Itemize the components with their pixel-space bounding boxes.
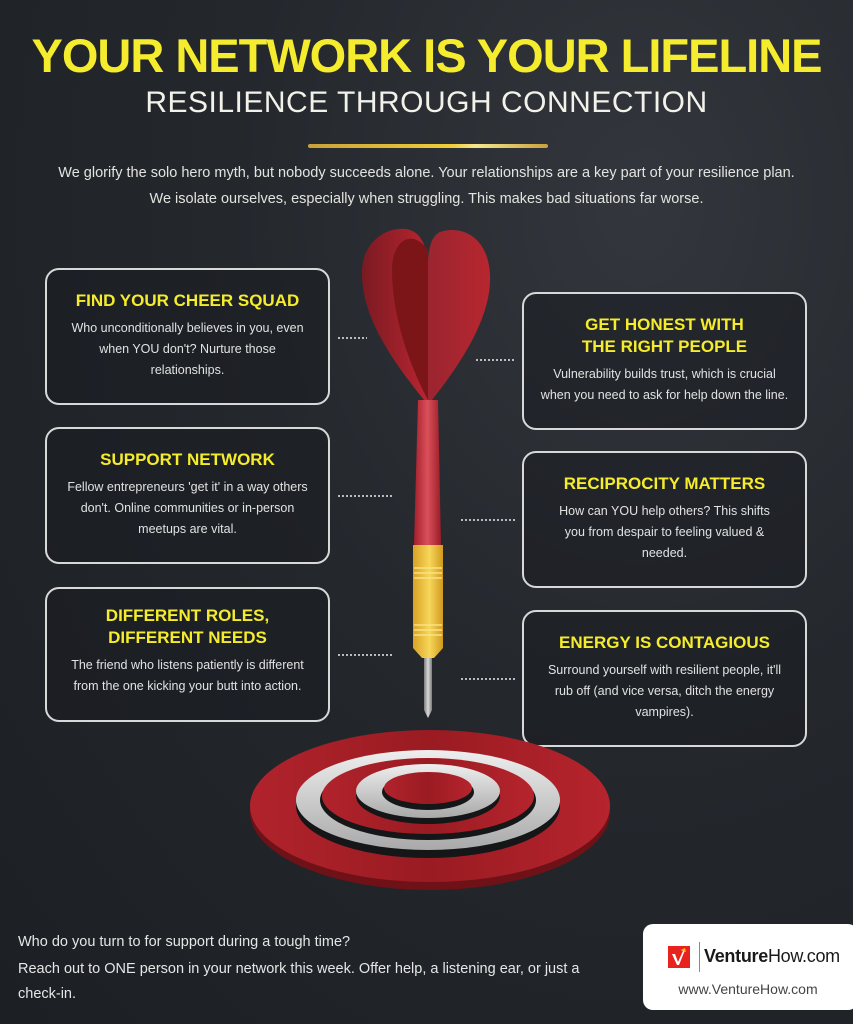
footer-question: Who do you turn to for support during a …: [18, 934, 351, 950]
card-body: Fellow entrepreneurs 'get it' in a way o…: [67, 480, 308, 536]
card-body: Vulnerability builds trust, which is cru…: [540, 367, 789, 402]
brand-name-rest: How.com: [767, 946, 840, 966]
connector-dots: [460, 678, 515, 680]
connector-dots: [460, 519, 515, 521]
connector-dots: [337, 654, 392, 656]
connector-dots: [475, 359, 515, 361]
card-different-roles: DIFFERENT ROLES, DIFFERENT NEEDS The fri…: [45, 587, 330, 722]
dart-icon: [361, 228, 491, 718]
card-body: Who unconditionally believes in you, eve…: [71, 321, 304, 377]
intro-line-1: We glorify the solo hero myth, but nobod…: [58, 165, 795, 181]
card-title: RECIPROCITY MATTERS: [563, 474, 766, 493]
card-title: SUPPORT NETWORK: [100, 450, 275, 469]
logo-separator: [699, 942, 700, 972]
title-divider: [308, 144, 548, 148]
venturehow-logo-icon: [668, 946, 690, 968]
intro-text: We glorify the solo hero myth, but nobod…: [0, 160, 853, 212]
footer-call-to-action: Who do you turn to for support during a …: [18, 930, 618, 1009]
card-body: The friend who listens patiently is diff…: [71, 658, 304, 693]
brand-name-bold: Venture: [704, 946, 768, 966]
intro-line-2: We isolate ourselves, especially when st…: [149, 191, 704, 207]
brand-url-link[interactable]: www.VentureHow.com: [678, 981, 818, 997]
card-title: ENERGY IS CONTAGIOUS: [559, 633, 770, 652]
page-title: YOUR NETWORK IS YOUR LIFELINE: [31, 29, 822, 82]
brand-logo[interactable]: VentureHow.com www.VentureHow.com: [643, 924, 853, 1010]
connector-dots: [337, 495, 392, 497]
target-icon: [250, 730, 610, 890]
card-support-network: SUPPORT NETWORK Fellow entrepreneurs 'ge…: [45, 427, 330, 564]
page-subtitle: RESILIENCE THROUGH CONNECTION: [145, 86, 708, 119]
card-title: GET HONEST WITH THE RIGHT PEOPLE: [581, 315, 748, 356]
card-reciprocity-matters: RECIPROCITY MATTERS How can YOU help oth…: [522, 451, 807, 588]
connector-dots: [337, 337, 367, 339]
card-get-honest: GET HONEST WITH THE RIGHT PEOPLE Vulnera…: [522, 292, 807, 430]
brand-name: VentureHow.com: [704, 946, 840, 967]
card-title: DIFFERENT ROLES, DIFFERENT NEEDS: [105, 606, 270, 647]
footer-action: Reach out to ONE person in your network …: [18, 961, 580, 1002]
card-body: How can YOU help others? This shifts you…: [559, 504, 770, 560]
card-body: Surround yourself with resilient people,…: [547, 663, 782, 719]
card-title: FIND YOUR CHEER SQUAD: [75, 291, 300, 310]
card-energy-is-contagious: ENERGY IS CONTAGIOUS Surround yourself w…: [522, 610, 807, 747]
card-find-your-cheer-squad: FIND YOUR CHEER SQUAD Who unconditionall…: [45, 268, 330, 405]
